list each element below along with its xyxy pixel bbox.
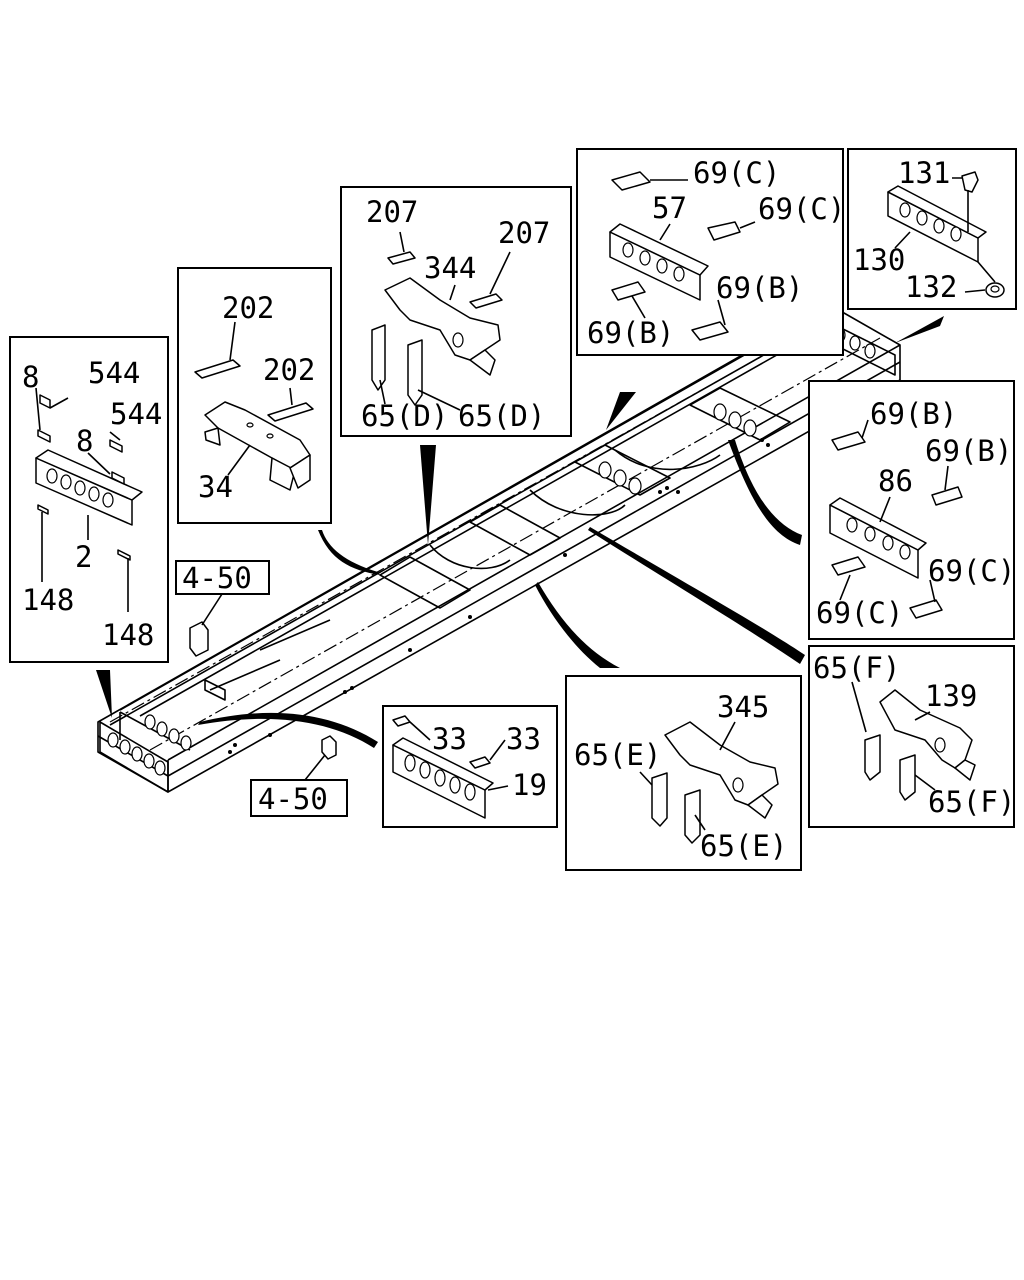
label-69b: 69(B) [870, 397, 957, 431]
chassis-frame [97, 304, 901, 793]
crossmember-2-drawing [35, 394, 143, 561]
label-207: 207 [366, 195, 418, 229]
crossmember-345-drawing [651, 721, 779, 844]
reference-4-50-lower[interactable]: 4-50 [250, 735, 348, 817]
callout-pointers [96, 316, 944, 748]
pointer-139 [588, 527, 805, 664]
callout-box-crossmember-86: 69(B) 69(B) 86 69(C) 69(C) [808, 380, 1015, 640]
label-544: 544 [88, 356, 140, 390]
crossmember-19-drawing [392, 715, 494, 819]
callout-box-crossmember-34: 202 202 34 [177, 267, 332, 524]
label-139: 139 [925, 679, 977, 713]
pointer-130 [895, 316, 944, 343]
label-202: 202 [263, 353, 315, 387]
label-65e: 65(E) [574, 738, 661, 772]
crossmember-139-drawing [864, 689, 976, 801]
pointer-front [96, 670, 112, 718]
reference-label: 4-50 [182, 561, 252, 595]
label-69c: 69(C) [816, 596, 903, 630]
reference-label: 4-50 [258, 782, 328, 816]
label-65d: 65(D) [458, 399, 545, 433]
pointer-345 [535, 582, 620, 668]
front-crossmember [99, 711, 192, 793]
label-207: 207 [498, 216, 550, 250]
crossmember-34-drawing [194, 359, 314, 491]
bracket-part [189, 621, 209, 657]
reference-4-50-upper[interactable]: 4-50 [175, 560, 270, 657]
label-33: 33 [432, 722, 467, 756]
label-202: 202 [222, 291, 274, 325]
label-34: 34 [198, 470, 233, 504]
label-65d: 65(D) [361, 399, 448, 433]
label-345: 345 [717, 690, 769, 724]
label-65f: 65(F) [928, 785, 1015, 819]
label-69b: 69(B) [587, 316, 674, 350]
label-8: 8 [22, 360, 39, 394]
label-2: 2 [75, 540, 92, 574]
bracket-part [321, 735, 337, 760]
label-69c: 69(C) [758, 192, 845, 226]
label-8: 8 [76, 424, 93, 458]
pointer-57 [606, 392, 636, 430]
callout-box-crossmember-19: 33 33 19 [382, 705, 558, 828]
label-148: 148 [102, 618, 154, 652]
label-19: 19 [512, 768, 547, 802]
label-57: 57 [652, 191, 687, 225]
label-131: 131 [898, 156, 950, 190]
label-344: 344 [424, 251, 476, 285]
pointer-19 [198, 712, 378, 748]
label-69b: 69(B) [716, 271, 803, 305]
label-130: 130 [853, 243, 905, 277]
crossmember-344-drawing [371, 251, 503, 406]
crossmember-86-drawing [829, 431, 963, 619]
label-86: 86 [878, 464, 913, 498]
label-69c: 69(C) [928, 554, 1015, 588]
callout-box-crossmember-344: 207 207 344 65(D) 65(D) [340, 186, 572, 437]
pointer-86 [728, 440, 802, 545]
label-132: 132 [905, 270, 957, 304]
label-33: 33 [506, 722, 541, 756]
label-69c: 69(C) [693, 156, 780, 190]
label-65f: 65(F) [813, 651, 900, 685]
crossmember-130-drawing [887, 171, 1005, 298]
callout-box-crossmember-345: 345 65(E) 65(E) [565, 675, 802, 871]
callout-box-crossmember-130: 131 130 132 [847, 148, 1017, 310]
callout-box-crossmember-57: 69(C) 57 69(C) 69(B) 69(B) [576, 148, 845, 356]
label-544: 544 [110, 397, 162, 431]
label-148: 148 [22, 583, 74, 617]
label-65e: 65(E) [700, 829, 787, 863]
crossmember-57-drawing [609, 171, 741, 341]
label-69b: 69(B) [925, 434, 1012, 468]
pointer-344 [420, 445, 436, 545]
callout-box-front-crossmember: 8 544 544 8 2 148 148 [9, 336, 169, 663]
callout-box-crossmember-139: 65(F) 139 65(F) [808, 645, 1015, 828]
